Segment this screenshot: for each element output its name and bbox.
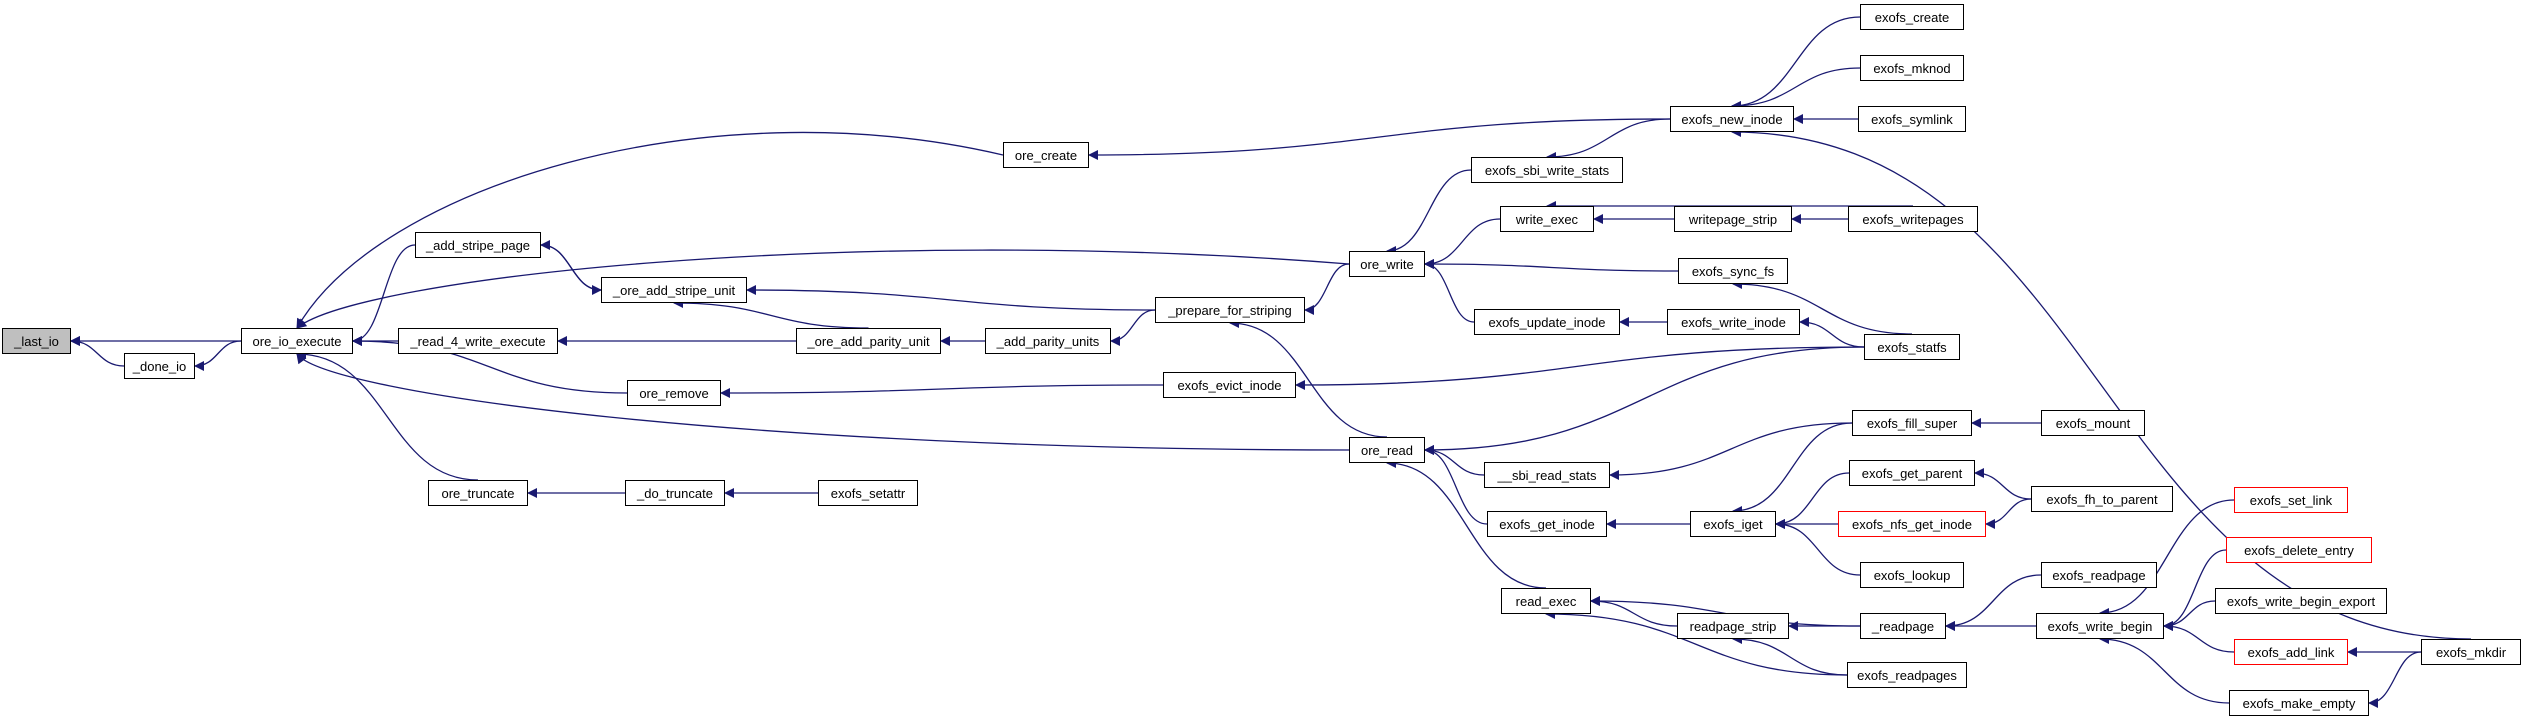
node-exofs-mkdir[interactable]: exofs_mkdir [2421, 639, 2521, 665]
node-exofs-write-inode[interactable]: exofs_write_inode [1667, 309, 1800, 335]
edge-exofs_fh_to_parent-to-exofs_nfs_get_inode [1985, 498, 2032, 529]
edge-readpage_strip-to-read_exec [1590, 596, 1678, 627]
node-exofs-iget[interactable]: exofs_iget [1690, 511, 1776, 537]
edge-exofs_mknod-to-exofs_new_inode [1731, 67, 1861, 111]
node-exofs-add-link[interactable]: exofs_add_link [2234, 639, 2348, 665]
edge-exofs_statfs-to-exofs_evict_inode [1295, 346, 1865, 390]
node-exofs-delete-entry[interactable]: exofs_delete_entry [2226, 537, 2372, 563]
edge-exofs_update_inode-to-ore_write [1424, 259, 1475, 323]
edge-ore_write-to-prepare_for_striping [1304, 263, 1350, 315]
node-ore-write[interactable]: ore_write [1349, 251, 1425, 277]
node-read-exec[interactable]: read_exec [1501, 588, 1591, 614]
edge-exofs_fill_super-to-exofs_iget [1732, 422, 1853, 516]
edge-ore_create-to-ore_io_execute [296, 131, 1004, 329]
edge-exofs_fh_to_parent-to-exofs_get_parent [1974, 468, 2032, 500]
edge-exofs_get_inode-to-ore_read [1424, 445, 1488, 525]
edge-exofs_add_link-to-exofs_write_begin [2163, 621, 2235, 653]
node-readpage[interactable]: _readpage [1860, 613, 1946, 639]
node-exofs-fill-super[interactable]: exofs_fill_super [1852, 410, 1972, 436]
edge-exofs_new_inode-to-ore_create [1088, 118, 1671, 160]
edge-exofs_sync_fs-to-ore_write [1424, 259, 1679, 272]
node-exofs-create[interactable]: exofs_create [1860, 4, 1964, 30]
edge-exofs_delete_entry-to-exofs_write_begin [2163, 549, 2227, 631]
node-exofs-set-link[interactable]: exofs_set_link [2234, 487, 2348, 513]
node-exofs-readpage[interactable]: exofs_readpage [2041, 562, 2157, 588]
node-add-stripe-page[interactable]: _add_stripe_page [415, 232, 541, 258]
node-ore-truncate[interactable]: ore_truncate [428, 480, 528, 506]
node-exofs-evict-inode[interactable]: exofs_evict_inode [1163, 372, 1296, 398]
node-exofs-update-inode[interactable]: exofs_update_inode [1474, 309, 1620, 335]
node-exofs-writepages[interactable]: exofs_writepages [1848, 206, 1978, 232]
edge-write_exec-to-ore_write [1424, 218, 1501, 269]
edge-read_exec-to-ore_read [1386, 458, 1547, 589]
node-ore-add-parity-unit[interactable]: _ore_add_parity_unit [796, 328, 941, 354]
node-exofs-make-empty[interactable]: exofs_make_empty [2229, 690, 2369, 716]
edge-exofs_make_empty-to-exofs_write_begin [2099, 634, 2230, 704]
node-ore-read[interactable]: ore_read [1349, 437, 1425, 463]
node-exofs-mount[interactable]: exofs_mount [2041, 410, 2145, 436]
edge-done_io-to-last_io [70, 336, 125, 367]
node-exofs-get-parent[interactable]: exofs_get_parent [1849, 460, 1975, 486]
node-exofs-get-inode[interactable]: exofs_get_inode [1487, 511, 1607, 537]
node-exofs-lookup[interactable]: exofs_lookup [1860, 562, 1964, 588]
node-ore-create[interactable]: ore_create [1003, 142, 1089, 168]
edge-exofs_set_link-to-exofs_write_begin [2099, 499, 2235, 618]
edge-add_stripe_page-to-ore_io_execute [352, 244, 416, 346]
edge-exofs_readpages-to-readpage_strip [1732, 634, 1848, 676]
edge-exofs_sbi_write_stats-to-ore_write [1386, 169, 1472, 256]
node-exofs-setattr[interactable]: exofs_setattr [818, 480, 918, 506]
node-exofs-write-begin-export[interactable]: exofs_write_begin_export [2215, 588, 2387, 614]
edge-exofs_get_parent-to-exofs_iget [1775, 472, 1850, 529]
edge-exofs_statfs-to-exofs_sync_fs [1732, 279, 1913, 335]
node-exofs-fh-to-parent[interactable]: exofs_fh_to_parent [2031, 486, 2173, 512]
edge-ore_truncate-to-ore_io_execute [296, 349, 479, 481]
edge-exofs_evict_inode-to-ore_remove [720, 384, 1164, 398]
edge-ore_read-to-prepare_for_striping [1229, 318, 1388, 438]
node-read-4-write-execute[interactable]: _read_4_write_execute [398, 328, 558, 354]
edge-exofs_lookup-to-exofs_iget [1775, 519, 1861, 576]
node-ore-remove[interactable]: ore_remove [627, 380, 721, 406]
node-exofs-sbi-write-stats[interactable]: exofs_sbi_write_stats [1471, 157, 1623, 183]
node-exofs-statfs[interactable]: exofs_statfs [1864, 334, 1960, 360]
edge-exofs_readpage-to-readpage [1945, 574, 2042, 631]
edge-ore_write-to-ore_io_execute [296, 249, 1350, 329]
edge-ore_io_execute-to-done_io [194, 340, 242, 371]
node-prepare-for-striping[interactable]: _prepare_for_striping [1155, 297, 1305, 323]
edge-prepare_for_striping-to-ore_add_stripe_unit [746, 285, 1156, 311]
node-exofs-symlink[interactable]: exofs_symlink [1858, 106, 1966, 132]
edge-exofs_mkdir-to-exofs_make_empty [2368, 651, 2422, 708]
node-ore-io-execute[interactable]: ore_io_execute [241, 328, 353, 354]
edge-add_stripe_page-to-ore_add_stripe_unit [540, 244, 602, 295]
edge-exofs_statfs-to-exofs_write_inode [1799, 317, 1865, 348]
node-do-truncate[interactable]: _do_truncate [625, 480, 725, 506]
edge-ore_read-to-ore_io_execute [296, 353, 1350, 451]
node-write-exec[interactable]: write_exec [1500, 206, 1594, 232]
node-readpage-strip[interactable]: readpage_strip [1677, 613, 1789, 639]
node-exofs-mknod[interactable]: exofs_mknod [1860, 55, 1964, 81]
node-exofs-sync-fs[interactable]: exofs_sync_fs [1678, 258, 1788, 284]
node-sbi-read-stats[interactable]: __sbi_read_stats [1484, 462, 1610, 488]
node-exofs-new-inode[interactable]: exofs_new_inode [1670, 106, 1794, 132]
node-exofs-write-begin[interactable]: exofs_write_begin [2036, 613, 2164, 639]
node-ore-add-stripe-unit[interactable]: _ore_add_stripe_unit [601, 277, 747, 303]
node-writepage-strip[interactable]: writepage_strip [1674, 206, 1792, 232]
edge-exofs_create-to-exofs_new_inode [1731, 16, 1861, 111]
edge-exofs_new_inode-to-exofs_sbi_write_stats [1546, 118, 1671, 162]
node-last-io: _last_io [2, 328, 71, 354]
node-exofs-nfs-get-inode[interactable]: exofs_nfs_get_inode [1838, 511, 1986, 537]
edge-ore_add_parity_unit-to-ore_add_stripe_unit [673, 298, 869, 329]
edge-exofs_statfs-to-ore_read [1424, 346, 1865, 455]
node-done-io[interactable]: _done_io [124, 353, 195, 379]
node-exofs-readpages[interactable]: exofs_readpages [1847, 662, 1967, 688]
edge-exofs_readpages-to-read_exec [1545, 609, 1848, 676]
edge-prepare_for_striping-to-add_parity_units [1110, 309, 1156, 346]
node-add-parity-units[interactable]: _add_parity_units [985, 328, 1111, 354]
edge-exofs_fill_super-to-sbi_read_stats [1609, 422, 1853, 480]
